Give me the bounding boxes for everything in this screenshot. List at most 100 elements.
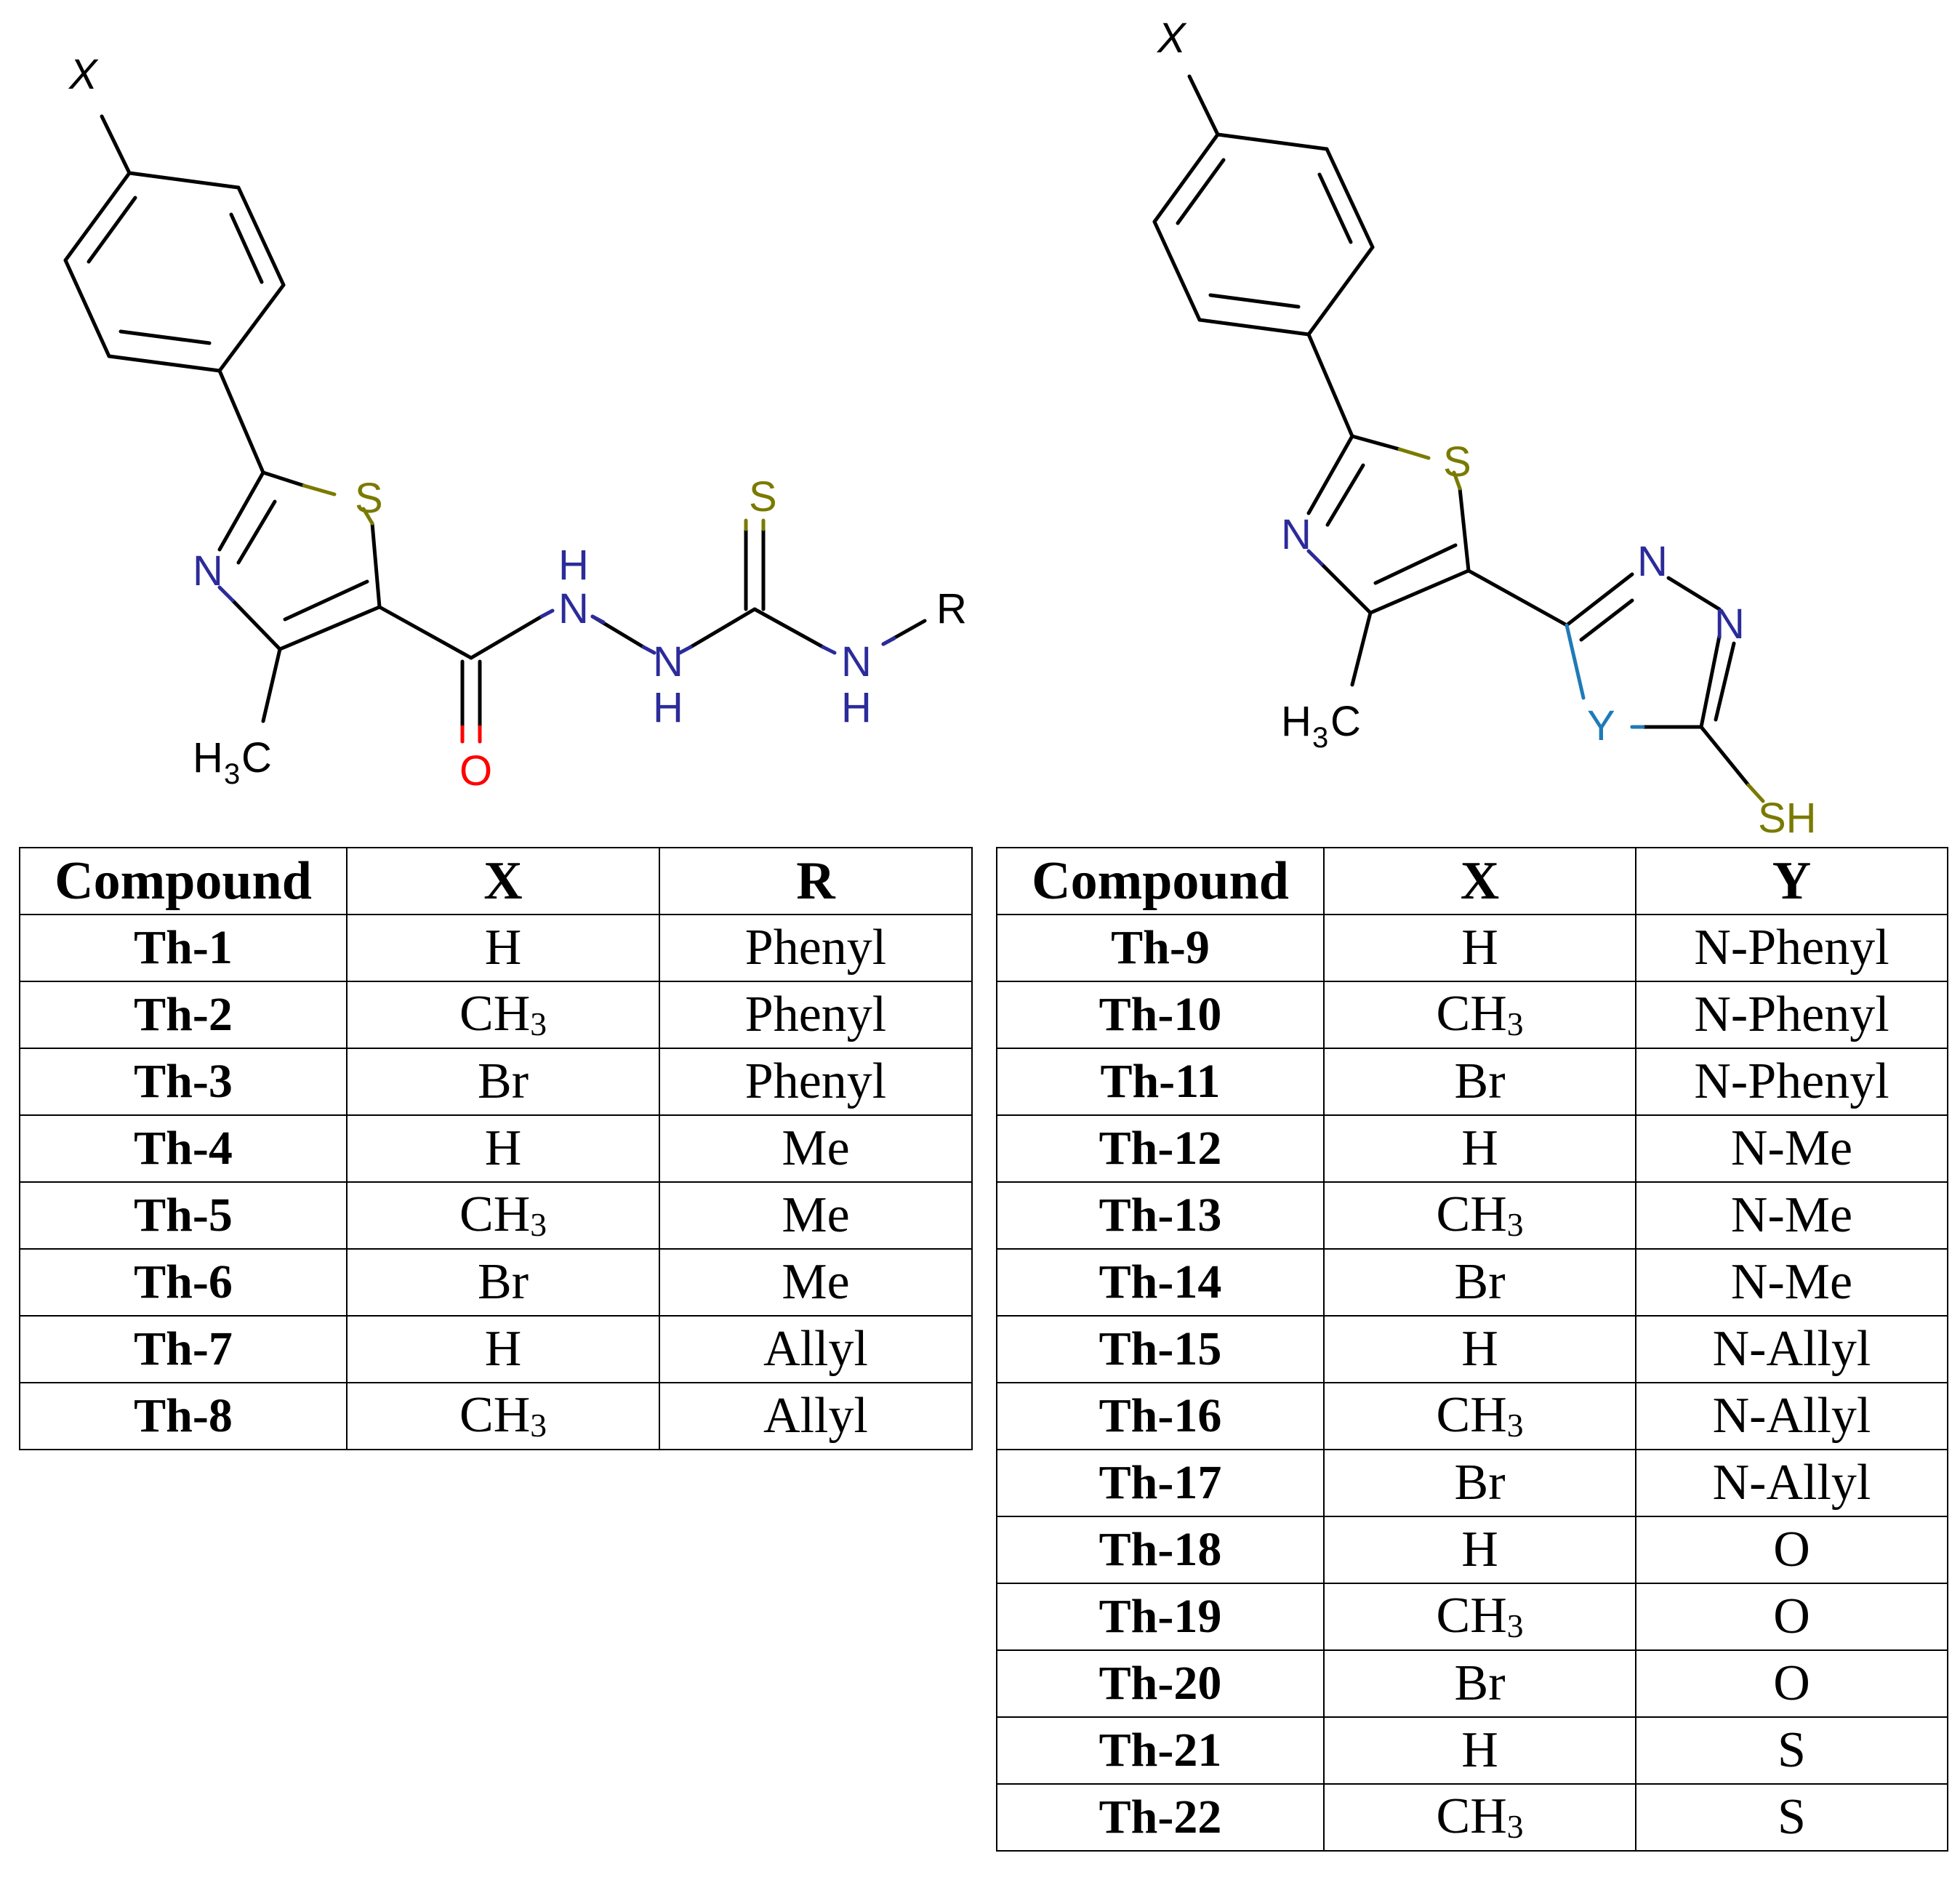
x-substituent-text: CH bbox=[459, 1387, 531, 1444]
header-compound: Compound bbox=[19, 847, 348, 915]
atom-h3c-c-right: C bbox=[1330, 698, 1361, 745]
table-header-row: Compound X R bbox=[19, 847, 973, 915]
r-substituent-cell: Phenyl bbox=[659, 1048, 973, 1116]
y-substituent-cell: N-Phenyl bbox=[1635, 914, 1948, 982]
x-substituent-text: H bbox=[1461, 1120, 1498, 1176]
atom-nh2-h: H bbox=[653, 684, 683, 731]
header-y: Y bbox=[1635, 847, 1948, 915]
y-substituent-cell: N-Me bbox=[1635, 1181, 1948, 1250]
x-substituent-cell: CH3 bbox=[346, 981, 660, 1049]
y-substituent-cell: N-Me bbox=[1635, 1114, 1948, 1183]
r-substituent-cell: Allyl bbox=[659, 1315, 973, 1383]
x-substituent-subscript: 3 bbox=[530, 1206, 547, 1244]
y-substituent-cell: N-Me bbox=[1635, 1248, 1948, 1317]
x-substituent-cell: H bbox=[1323, 1114, 1636, 1183]
atom-x-right: X bbox=[1156, 15, 1187, 62]
x-substituent-text: H bbox=[1461, 1522, 1498, 1577]
x-substituent-text: CH bbox=[1436, 1788, 1507, 1845]
atom-triazole-n2: N bbox=[1714, 600, 1745, 648]
atom-nh3-h: H bbox=[841, 684, 872, 731]
atom-triazole-n1: N bbox=[1637, 538, 1668, 585]
r-substituent-cell: Phenyl bbox=[659, 981, 973, 1049]
x-substituent-subscript: 3 bbox=[530, 1005, 547, 1043]
compound-name-cell: Th-18 bbox=[996, 1516, 1325, 1584]
structure-right-svg: X S N H 3 C N N Y SH bbox=[1152, 15, 1817, 842]
atom-nh1-n: N bbox=[558, 585, 589, 632]
x-substituent-cell: H bbox=[1323, 914, 1636, 982]
structure-left: X S N H 3 C O H N N H S N H R bbox=[0, 0, 974, 829]
compound-name-cell: Th-15 bbox=[996, 1315, 1325, 1383]
atom-sh: SH bbox=[1758, 795, 1817, 842]
structure-right: X S N H 3 C N N Y SH bbox=[974, 0, 1960, 843]
table-row: Th-6 Br Me bbox=[19, 1248, 973, 1317]
x-substituent-subscript: 3 bbox=[1506, 1206, 1524, 1244]
x-substituent-text: CH bbox=[1436, 1387, 1507, 1444]
x-substituent-subscript: 3 bbox=[1506, 1005, 1524, 1043]
table-row: Th-12 H N-Me bbox=[996, 1114, 1948, 1183]
x-substituent-text: H bbox=[1461, 1722, 1498, 1778]
x-substituent-text: Br bbox=[1454, 1655, 1506, 1711]
x-substituent-cell: CH3 bbox=[1323, 1783, 1636, 1852]
compound-name-cell: Th-22 bbox=[996, 1783, 1325, 1852]
y-substituent-cell: S bbox=[1635, 1716, 1948, 1785]
atom-s-ring: S bbox=[355, 475, 383, 522]
x-substituent-text: Br bbox=[478, 1254, 529, 1310]
x-substituent-text: CH bbox=[1436, 1588, 1507, 1644]
x-substituent-text: H bbox=[1461, 920, 1498, 976]
r-substituent-cell: Me bbox=[659, 1248, 973, 1317]
x-substituent-cell: Br bbox=[346, 1248, 660, 1317]
atom-o: O bbox=[459, 747, 492, 795]
y-substituent-cell: O bbox=[1635, 1583, 1948, 1651]
compound-name-cell: Th-1 bbox=[19, 914, 348, 982]
y-substituent-cell: O bbox=[1635, 1516, 1948, 1584]
atom-nh2-n: N bbox=[653, 638, 683, 686]
atom-h3c-sub: 3 bbox=[224, 758, 240, 790]
compound-name-cell: Th-8 bbox=[19, 1382, 348, 1450]
table-header-row: Compound X Y bbox=[996, 847, 1948, 915]
compound-name-cell: Th-12 bbox=[996, 1114, 1325, 1183]
x-substituent-cell: Br bbox=[1323, 1449, 1636, 1517]
x-substituent-text: H bbox=[484, 1321, 522, 1377]
x-substituent-cell: Br bbox=[1323, 1248, 1636, 1317]
r-substituent-cell: Phenyl bbox=[659, 914, 973, 982]
r-substituent-cell: Me bbox=[659, 1114, 973, 1183]
compound-name-cell: Th-6 bbox=[19, 1248, 348, 1317]
x-substituent-cell: H bbox=[1323, 1716, 1636, 1785]
x-substituent-cell: Br bbox=[1323, 1649, 1636, 1718]
compound-name-cell: Th-7 bbox=[19, 1315, 348, 1383]
table-row: Th-18 H O bbox=[996, 1516, 1948, 1584]
atom-h3c-sub-right: 3 bbox=[1312, 722, 1328, 754]
header-x: X bbox=[346, 847, 660, 915]
atom-x: X bbox=[68, 51, 99, 98]
atom-h3c-h-right: H bbox=[1281, 698, 1312, 745]
compound-name-cell: Th-10 bbox=[996, 981, 1325, 1049]
y-substituent-cell: N-Allyl bbox=[1635, 1449, 1948, 1517]
compound-name-cell: Th-17 bbox=[996, 1449, 1325, 1517]
x-substituent-cell: CH3 bbox=[346, 1181, 660, 1250]
y-substituent-cell: S bbox=[1635, 1783, 1948, 1852]
x-substituent-cell: H bbox=[346, 1315, 660, 1383]
x-substituent-text: Br bbox=[1454, 1254, 1506, 1310]
x-substituent-text: H bbox=[484, 1120, 522, 1176]
x-substituent-text: CH bbox=[1436, 986, 1507, 1042]
x-substituent-cell: CH3 bbox=[1323, 1382, 1636, 1450]
x-substituent-text: CH bbox=[459, 1186, 531, 1243]
atom-n-ring: N bbox=[193, 547, 223, 595]
x-substituent-text: Br bbox=[1454, 1053, 1506, 1109]
